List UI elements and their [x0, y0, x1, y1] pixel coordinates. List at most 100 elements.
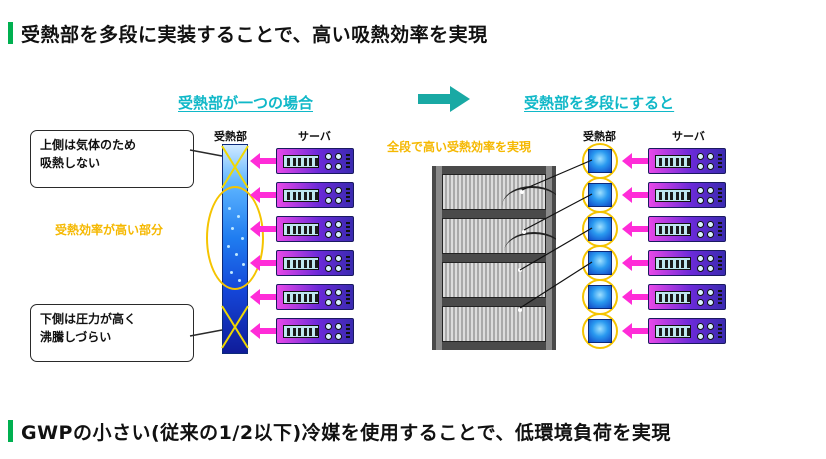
fan-icon [335, 197, 342, 204]
server-slots [655, 257, 691, 270]
fan-icon [335, 265, 342, 272]
server-vent [346, 324, 350, 339]
heat-flow-arrow-icon [622, 255, 648, 271]
fan-icon [697, 221, 704, 228]
server-unit [648, 284, 726, 310]
server-vent [346, 256, 350, 271]
fan-icon [707, 255, 714, 262]
server-slots [283, 189, 319, 202]
fan-icon [325, 255, 332, 262]
fan-icon [325, 323, 332, 330]
fan-icon [697, 299, 704, 306]
server-unit [276, 216, 354, 242]
fan-icon [325, 221, 332, 228]
server-vent [346, 188, 350, 203]
heat-flow-arrow-icon [622, 153, 648, 169]
fan-icon [707, 333, 714, 340]
fan-icon [335, 289, 342, 296]
headline-top-text: 受熱部を多段に実装することで、高い吸熱効率を実現 [21, 23, 488, 46]
fan-icon [325, 153, 332, 160]
server-slots [655, 223, 691, 236]
server-slots [655, 325, 691, 338]
photo-panel-3 [442, 262, 546, 298]
fan-icon [697, 153, 704, 160]
server-unit [648, 250, 726, 276]
server-unit [648, 182, 726, 208]
high-efficiency-ellipse [206, 186, 264, 290]
fan-icon [335, 163, 342, 170]
photo-frame-left [436, 166, 442, 350]
server-vent [718, 290, 722, 305]
fan-icon [325, 187, 332, 194]
fan-icon [697, 231, 704, 238]
server-vent [718, 222, 722, 237]
callout-bottom-line-1: 下側は圧力が高く [40, 312, 137, 326]
server-slots [283, 155, 319, 168]
heat-flow-arrow-icon [622, 221, 648, 237]
fan-icon [325, 289, 332, 296]
server-slots [655, 291, 691, 304]
fan-icon [335, 221, 342, 228]
fan-icon [325, 231, 332, 238]
heat-flow-arrow-icon [250, 289, 276, 305]
fan-icon [335, 231, 342, 238]
fan-icon [697, 289, 704, 296]
headline-bottom-text: GWPの小さい(従来の1/2以下)冷媒を使用することで、低環境負荷を実現 [21, 421, 671, 444]
stage-heat-receiver [588, 251, 612, 275]
server-vent [718, 256, 722, 271]
server-unit [648, 216, 726, 242]
fan-icon [325, 333, 332, 340]
callout-bottom-pressure: 下側は圧力が高く 沸騰しづらい [30, 304, 194, 362]
heat-flow-arrow-icon [622, 289, 648, 305]
heat-flow-arrow-icon [250, 255, 276, 271]
fan-icon [707, 299, 714, 306]
server-vent [718, 324, 722, 339]
stage-heat-receiver [588, 319, 612, 343]
fan-icon [707, 265, 714, 272]
fan-icon [707, 231, 714, 238]
fan-icon [707, 323, 714, 330]
left-server-label: サーバ [298, 130, 331, 143]
fan-icon [335, 299, 342, 306]
fan-icon [335, 153, 342, 160]
heat-flow-arrow-icon [250, 221, 276, 237]
server-unit [276, 284, 354, 310]
heat-flow-arrow-icon [250, 187, 276, 203]
fan-icon [707, 197, 714, 204]
fan-icon [707, 163, 714, 170]
headline-bottom: GWPの小さい(従来の1/2以下)冷媒を使用することで、低環境負荷を実現 [8, 414, 671, 448]
heat-flow-arrow-icon [250, 323, 276, 339]
headline-top: 受熱部を多段に実装することで、高い吸熱効率を実現 [8, 16, 488, 50]
server-unit [276, 250, 354, 276]
photo-panel-4 [442, 306, 546, 342]
fan-icon [697, 265, 704, 272]
stage-heat-receiver [588, 149, 612, 173]
stage-heat-receiver [588, 183, 612, 207]
fan-icon [707, 187, 714, 194]
fan-icon [335, 323, 342, 330]
headline-accent-bar [8, 22, 13, 44]
stage-heat-receiver [588, 285, 612, 309]
headline-accent-bar [8, 420, 13, 442]
photo-marker-1 [520, 190, 524, 194]
photo-marker-2 [522, 230, 526, 234]
server-vent [718, 188, 722, 203]
server-slots [283, 325, 319, 338]
high-efficiency-label: 受熱効率が高い部分 [55, 223, 164, 237]
server-slots [283, 257, 319, 270]
server-vent [346, 222, 350, 237]
left-section-title: 受熱部が一つの場合 [178, 94, 314, 112]
fan-icon [697, 187, 704, 194]
fan-icon [697, 255, 704, 262]
fan-icon [335, 333, 342, 340]
transition-arrow-icon [418, 86, 470, 112]
fan-icon [697, 163, 704, 170]
left-receiver-label: 受熱部 [214, 130, 247, 143]
server-unit [276, 148, 354, 174]
callout-bottom-line-2: 沸騰しづらい [40, 330, 112, 344]
server-vent [346, 154, 350, 169]
